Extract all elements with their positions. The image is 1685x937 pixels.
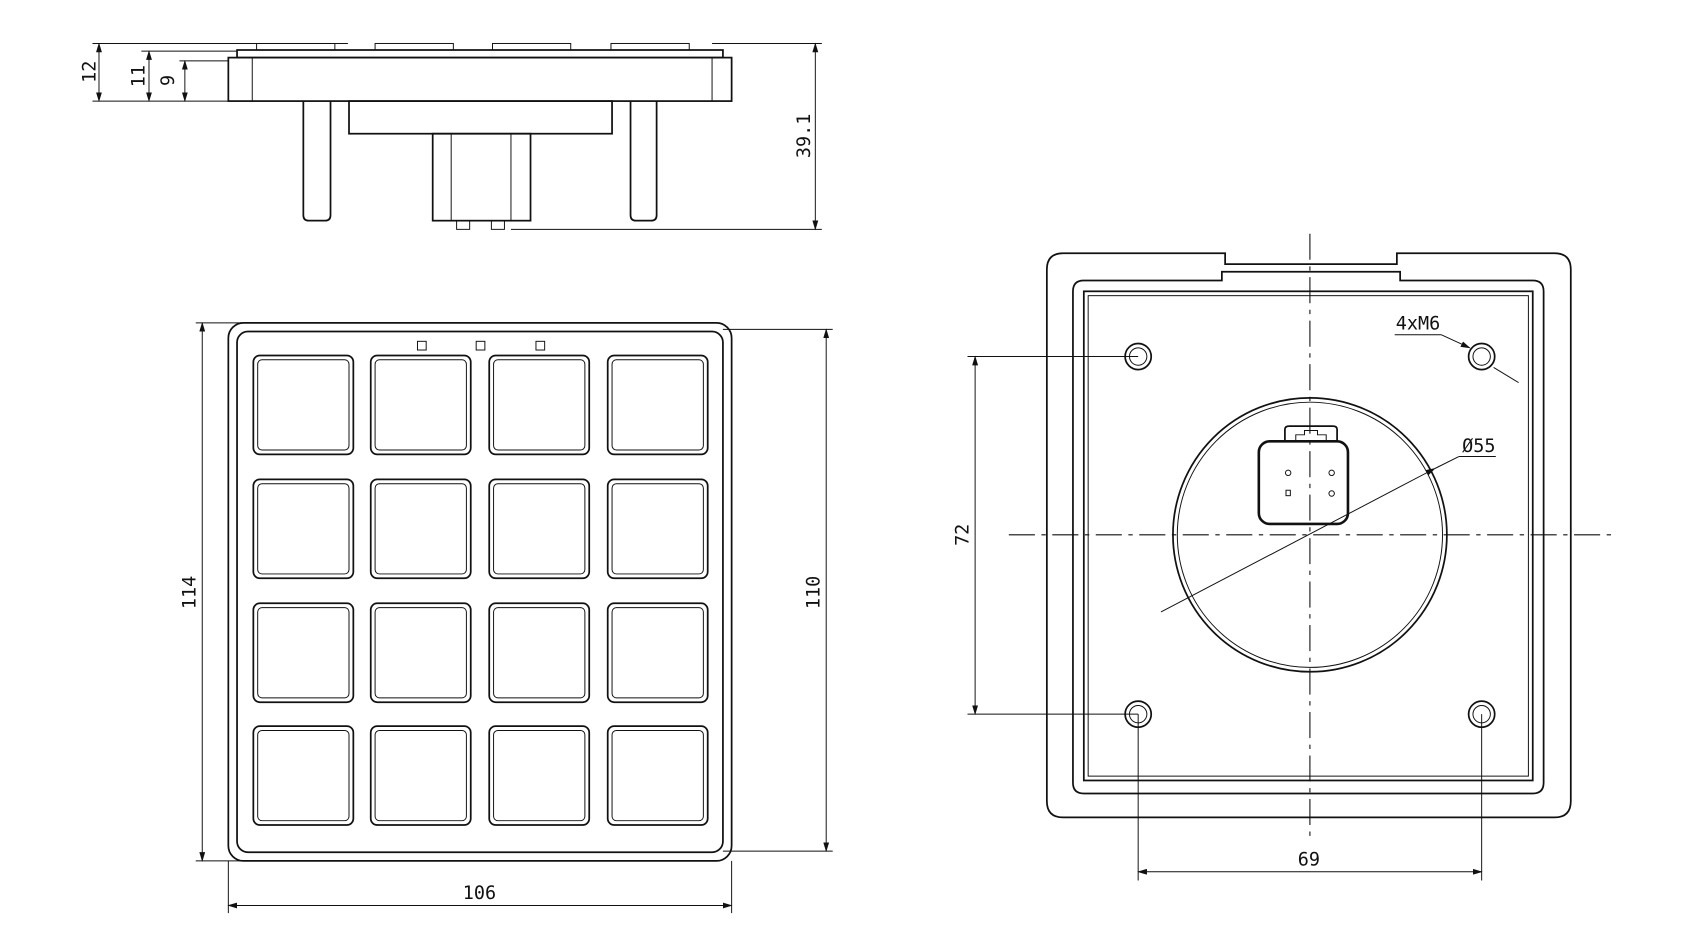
key-4-2 (369, 725, 472, 826)
connector (1257, 425, 1350, 526)
label-4xm6: 4xM6 (1396, 313, 1440, 334)
dim-39-1: 39.1 (794, 114, 815, 158)
mount-hole (1467, 342, 1496, 371)
front-view-dimensions: 114 110 106 (180, 321, 833, 914)
key-3-2 (369, 602, 472, 704)
dim-12: 12 (80, 61, 101, 83)
key-3-4 (606, 602, 709, 704)
key-2-4 (606, 478, 709, 580)
key-2-2 (369, 478, 472, 580)
key-1-3 (488, 354, 591, 456)
dim-106: 106 (463, 883, 496, 904)
dim-114: 114 (180, 576, 201, 609)
dim-72: 72 (953, 524, 974, 546)
side-view (227, 42, 733, 230)
dim-69: 69 (1298, 849, 1320, 870)
side-view-dimensions: 12 11 9 39.1 (80, 42, 822, 231)
key-4-1 (252, 725, 355, 826)
key-3-3 (488, 602, 591, 704)
dim-110: 110 (804, 576, 825, 609)
key-2-3 (488, 478, 591, 580)
key-1-2 (369, 354, 472, 456)
key-4-4 (606, 725, 709, 826)
key-3-1 (252, 602, 355, 704)
key-2-1 (252, 478, 355, 580)
key-1-4 (606, 354, 709, 456)
dim-11: 11 (129, 65, 150, 87)
key-4-3 (488, 725, 591, 826)
rear-view (1008, 233, 1615, 837)
dim-9: 9 (158, 75, 179, 86)
key-grid (252, 354, 709, 826)
dim-diameter-55: Ø55 (1462, 436, 1495, 457)
front-view (227, 321, 733, 862)
key-1-1 (252, 354, 355, 456)
rear-view-dimensions: 72 69 Ø55 4xM6 (953, 313, 1519, 881)
